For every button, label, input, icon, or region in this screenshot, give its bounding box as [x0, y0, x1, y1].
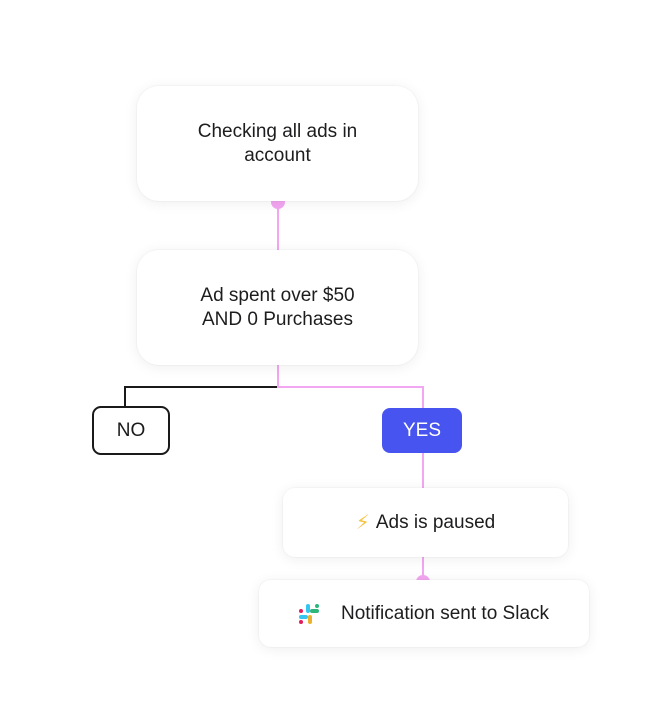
- yes-label: YES: [402, 419, 442, 441]
- slack-notification-node: Notification sent to Slack: [259, 580, 589, 647]
- slack-notification-label: Notification sent to Slack: [340, 602, 550, 624]
- condition-label-line2: AND 0 Purchases: [201, 308, 353, 330]
- condition-node: Ad spent over $50 AND 0 Purchases: [137, 250, 418, 365]
- connector-no-horizontal: [124, 386, 279, 388]
- connector-paused-to-slack: [422, 557, 424, 580]
- connector-yes-horizontal: [277, 386, 424, 388]
- no-branch-badge: NO: [92, 406, 170, 455]
- ads-paused-node: ⚡ Ads is paused: [283, 488, 568, 557]
- condition-label-line1: Ad spent over $50: [200, 284, 355, 306]
- yes-branch-badge: YES: [382, 408, 462, 453]
- ads-paused-label: Ads is paused: [375, 511, 496, 533]
- connector-yes-to-paused: [422, 453, 424, 488]
- slack-logo-icon: [298, 603, 319, 624]
- connector-yes-vertical: [422, 386, 424, 408]
- check-ads-label: Checking all ads in account: [197, 120, 358, 166]
- check-ads-node: Checking all ads in account: [137, 86, 418, 201]
- connector-condition-down: [277, 365, 279, 387]
- connector-check-to-condition: [277, 202, 279, 250]
- connector-no-vertical: [124, 386, 126, 406]
- no-label: NO: [116, 419, 146, 441]
- lightning-bolt-icon: ⚡: [355, 511, 370, 534]
